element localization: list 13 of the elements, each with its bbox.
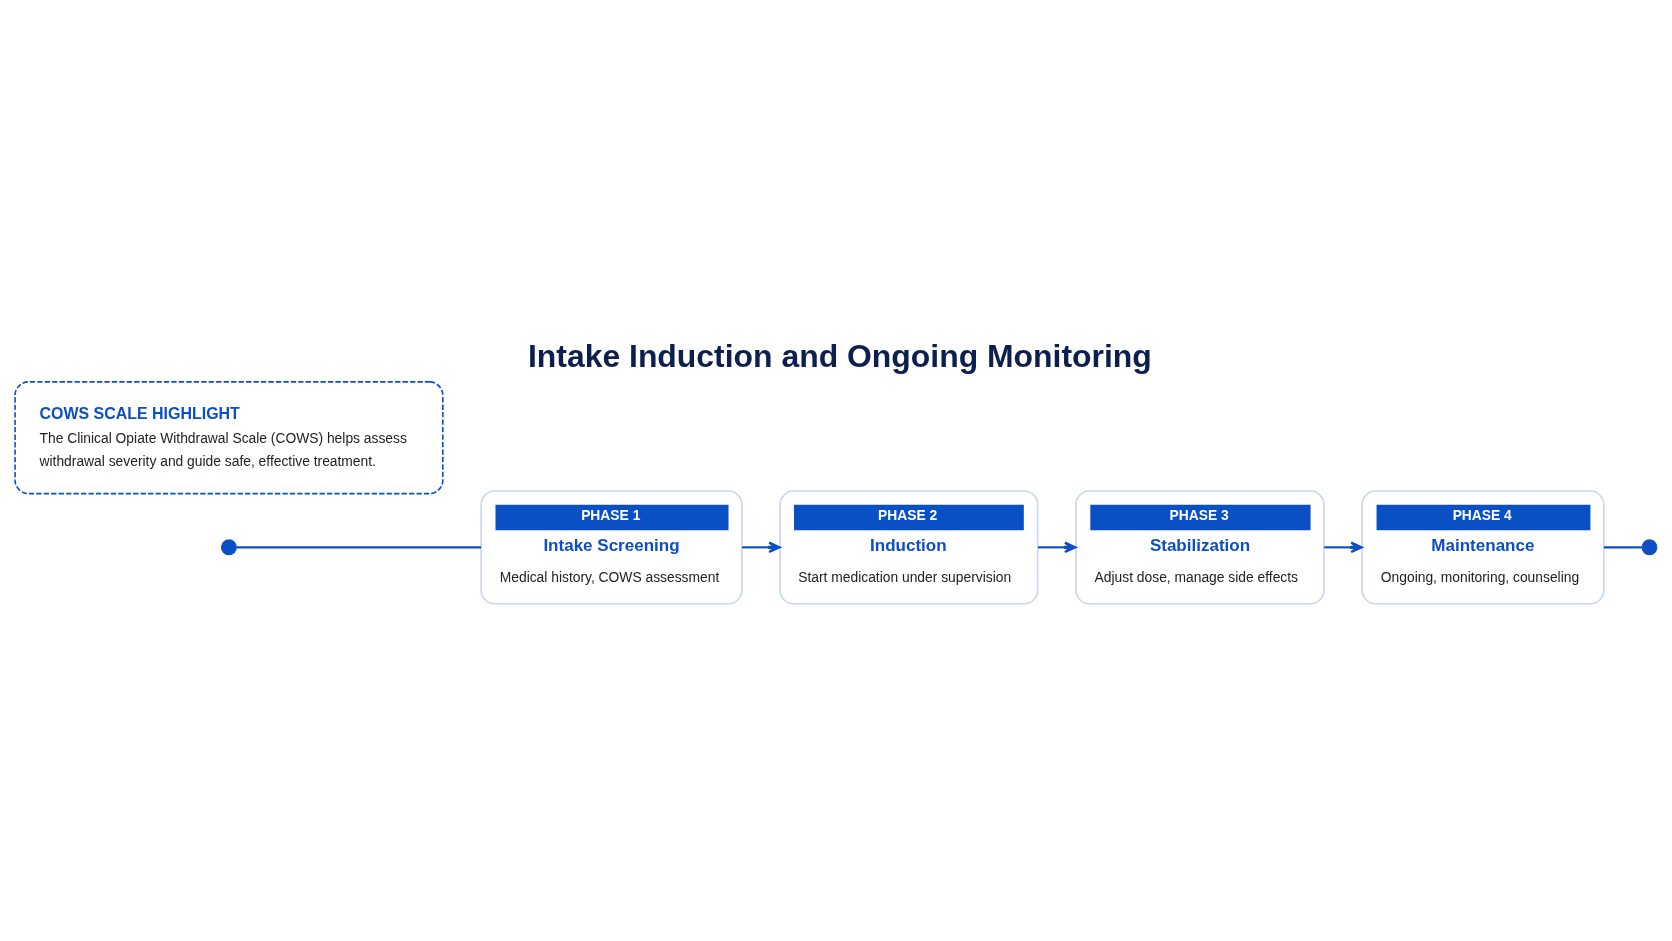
diagram-title: Intake Induction and Ongoing Monitoring [527, 337, 1152, 374]
arrow [742, 541, 781, 553]
connector [236, 545, 482, 548]
node-box: PHASE 1 Intake Screening Medical history, COWS assessment [480, 489, 743, 605]
arrow [1324, 541, 1363, 553]
node-box: PHASE 4 Maintenance Ongoing, monitoring, counseling [1361, 489, 1605, 605]
node-circle [1641, 538, 1658, 555]
node-circle [220, 538, 237, 555]
arrow [1037, 541, 1077, 553]
connector [1603, 545, 1642, 548]
node-box: COWS SCALE HIGHLIGHT The Clinical Opiate Withdrawal Scale (COWS) helps assess withdrawal severity and guide safe, effective treatment. [14, 380, 444, 494]
node-box: PHASE 3 Stabilization Adjust dose, manage side effects [1075, 489, 1325, 605]
node-box: PHASE 2 Induction Start medication under supervision [779, 489, 1039, 605]
